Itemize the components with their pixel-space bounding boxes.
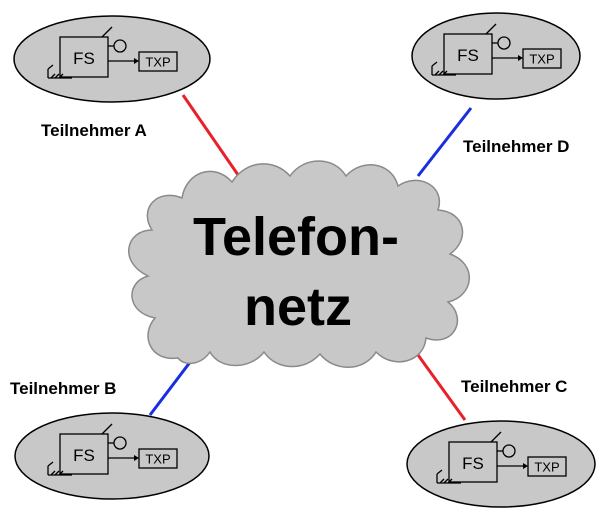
arrow-icon [492, 55, 523, 61]
fs-label: FS [73, 446, 95, 465]
cloud-label-line1: Telefon- [193, 207, 399, 267]
txp-label: TXP [534, 460, 559, 475]
node-ellipse [14, 412, 210, 500]
txp-box [138, 51, 178, 72]
participant-d-label: Teilnehmer D [463, 137, 569, 156]
fs-box [443, 33, 493, 75]
fs-label: FS [73, 49, 95, 68]
participant-a-node: FS TXP [13, 15, 211, 103]
fs-box [59, 433, 109, 475]
participant-d-node: FS TXP [411, 12, 581, 100]
participant-c-node: FS TXP [406, 420, 596, 508]
fs-box [59, 36, 109, 78]
txp-label: TXP [145, 452, 170, 467]
txp-label: TXP [529, 52, 554, 67]
participant-a-label: Teilnehmer A [41, 121, 147, 140]
node-ellipse [13, 15, 211, 103]
telephone-network-cloud: Telefon- netz [128, 160, 470, 368]
link-a [181, 94, 247, 186]
participant-b-label: Teilnehmer B [10, 379, 116, 398]
fs-label: FS [462, 454, 484, 473]
antenna-icon [436, 469, 461, 484]
handset-icon [490, 431, 516, 458]
fs-box [448, 441, 498, 483]
antenna-icon [47, 64, 72, 79]
fs-label: FS [457, 46, 479, 65]
link-d [416, 107, 473, 177]
node-ellipse [411, 12, 581, 100]
arrow-icon [108, 455, 139, 461]
txp-box [522, 48, 562, 69]
arrow-icon [497, 463, 528, 469]
arrow-icon [108, 58, 139, 64]
participant-c-label: Teilnehmer C [461, 377, 567, 396]
handset-icon [101, 423, 127, 450]
cloud-label-line2: netz [244, 277, 352, 337]
node-ellipse [406, 420, 596, 508]
txp-box [527, 456, 567, 477]
txp-label: TXP [145, 55, 170, 70]
handset-icon [101, 26, 127, 53]
handset-icon [485, 23, 511, 50]
txp-box [138, 448, 178, 469]
participant-b-node: FS TXP [14, 412, 210, 500]
